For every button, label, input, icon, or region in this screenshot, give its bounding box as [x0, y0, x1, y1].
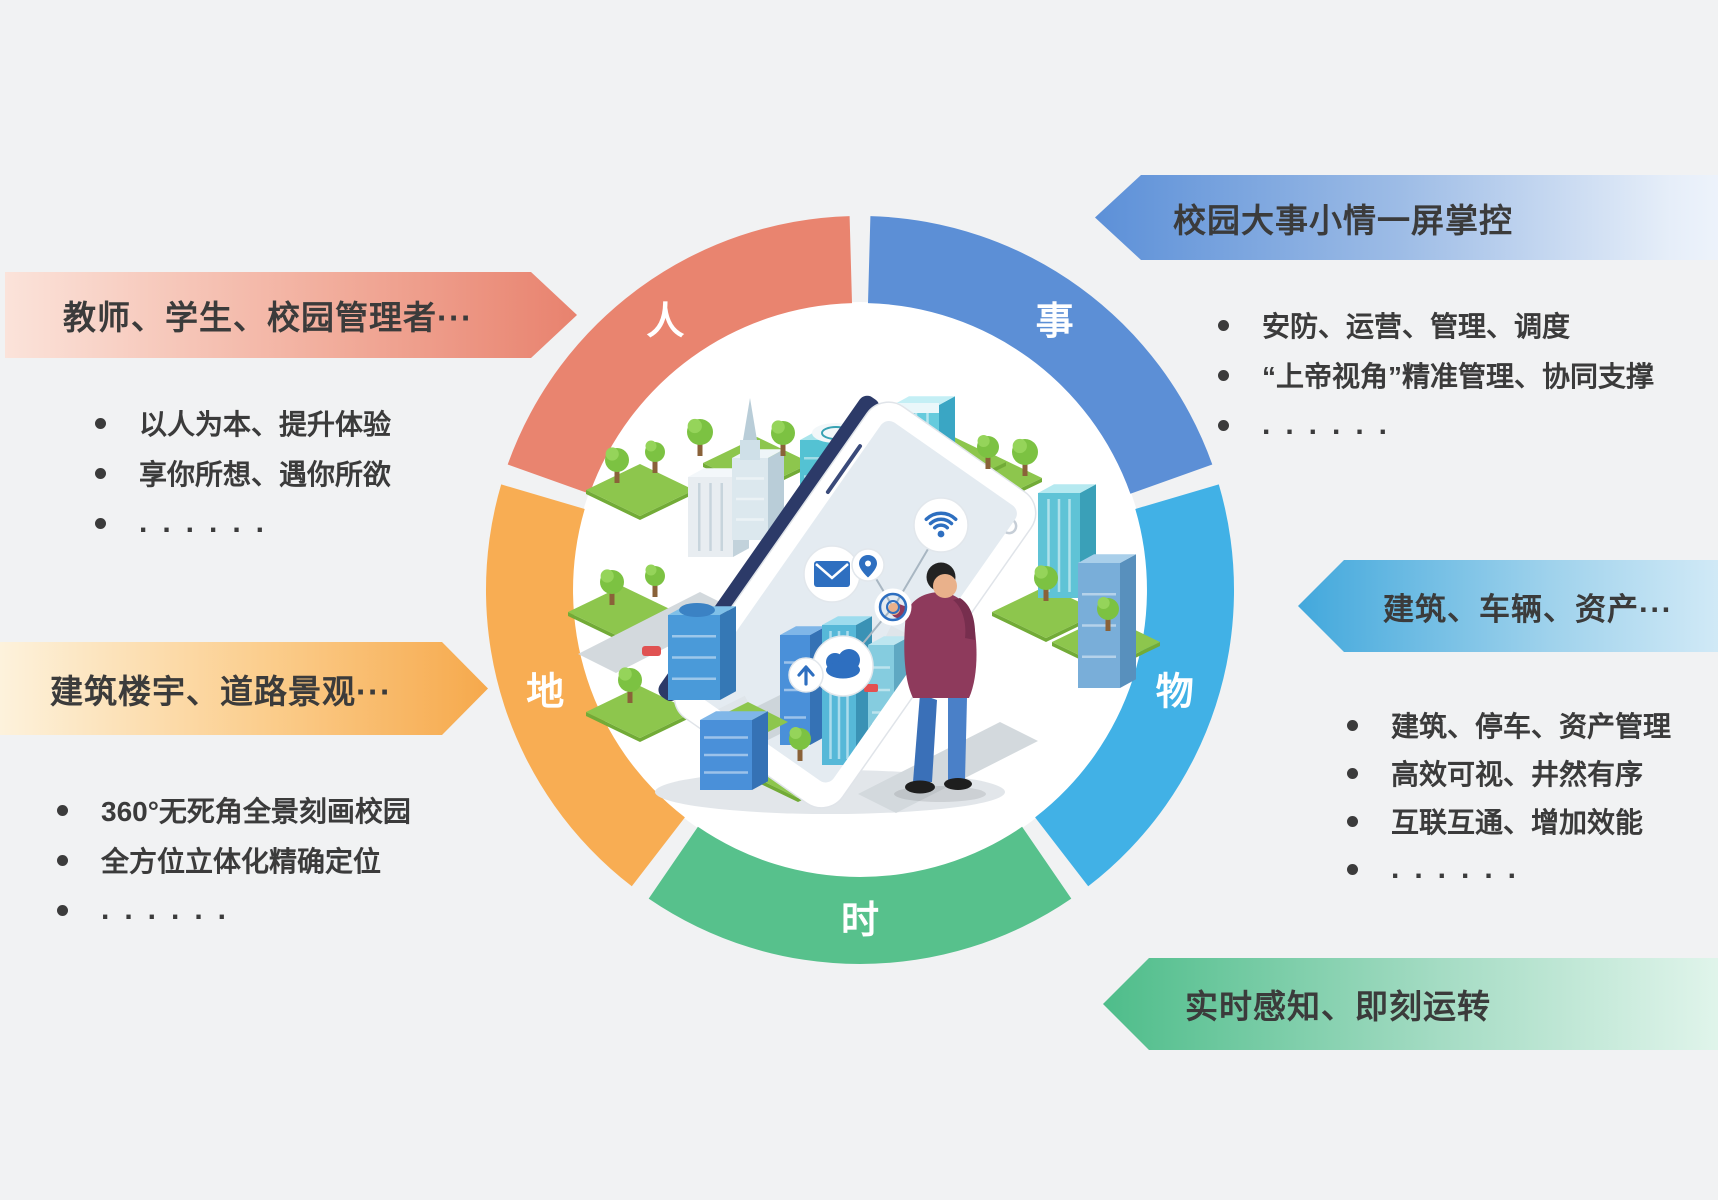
- touch-icon: [874, 588, 912, 626]
- callout-time-banner: 实时感知、即刻运转: [1103, 958, 1718, 1050]
- ring-label-places: 地: [526, 671, 564, 713]
- mail-icon: [803, 545, 861, 603]
- ring-label-things: 物: [1156, 671, 1194, 713]
- list-item: 高效可视、井然有序: [1347, 749, 1671, 797]
- person-shoe: [944, 778, 972, 790]
- ring-segment-places: [485, 484, 685, 887]
- person-head: [933, 574, 957, 598]
- person-leg: [913, 694, 937, 782]
- icon-bubbles: [788, 497, 969, 697]
- callout-people-title: 教师、学生、校园管理者···: [63, 299, 473, 336]
- list-item: ......: [57, 885, 411, 935]
- callout-affairs-title: 校园大事小情一屏掌控: [1173, 201, 1513, 239]
- buildings-front: [668, 603, 768, 790]
- list-item: 互联互通、增加效能: [1347, 797, 1671, 845]
- ring-label-people: 人: [646, 301, 684, 343]
- callout-places-bullets: 360°无死角全景刻画校园 全方位立体化精确定位 ......: [57, 785, 411, 935]
- tablet-button: [825, 444, 863, 495]
- ring-label-affairs: 事: [1036, 301, 1074, 343]
- bullet-dot-icon: [1347, 863, 1358, 875]
- bullet-dot-icon: [1218, 419, 1229, 431]
- ring-label-time: 时: [841, 900, 879, 942]
- smart-campus-illustration: [568, 395, 1160, 814]
- bullet-dot-icon: [1347, 815, 1358, 827]
- ring-segments: 事物时 地 人: [485, 216, 1235, 965]
- wifi-icon: [913, 497, 969, 553]
- list-item: 360°无死角全景刻画校园: [57, 785, 411, 835]
- callout-things-banner: 建筑、车辆、资产···: [1298, 560, 1718, 652]
- list-item: ......: [95, 498, 391, 548]
- person-leg: [948, 696, 967, 780]
- person-shoe: [905, 780, 935, 794]
- callout-affairs-banner: 校园大事小情一屏掌控: [1095, 175, 1718, 260]
- list-item: “上帝视角”精准管理、协同支撑: [1218, 350, 1654, 400]
- list-item: 以人为本、提升体验: [95, 398, 391, 448]
- bullet-dot-icon: [1218, 319, 1229, 331]
- ring-segment-people: [507, 216, 852, 494]
- person: [888, 562, 986, 802]
- bullet-dot-icon: [57, 804, 68, 816]
- callout-things-title: 建筑、车辆、资产···: [1383, 591, 1673, 627]
- location-pin-icon: [851, 548, 885, 582]
- ring-segment-time: [648, 826, 1072, 965]
- car: [642, 646, 661, 656]
- person-arm: [891, 604, 929, 627]
- arrow-up-icon: [788, 657, 824, 693]
- callout-time-title: 实时感知、即刻运转: [1185, 988, 1491, 1025]
- bullet-dot-icon: [1218, 369, 1229, 381]
- bullet-dot-icon: [95, 467, 106, 479]
- list-item: ......: [1347, 845, 1671, 893]
- list-item: 享你所想、遇你所欲: [95, 448, 391, 498]
- list-item: ......: [1218, 400, 1654, 450]
- bullet-dot-icon: [1347, 767, 1358, 779]
- ring-segment-things: [1035, 484, 1235, 887]
- list-item: 安防、运营、管理、调度: [1218, 300, 1654, 350]
- cloud-icon: [812, 635, 874, 697]
- trees: [600, 418, 1119, 761]
- ring-segment-affairs: [868, 216, 1213, 494]
- list-item: 全方位立体化精确定位: [57, 835, 411, 885]
- callout-people-bullets: 以人为本、提升体验 享你所想、遇你所欲 ......: [95, 398, 391, 548]
- bullet-dot-icon: [57, 854, 68, 866]
- bullet-dot-icon: [1347, 719, 1358, 731]
- bullet-dot-icon: [57, 904, 68, 916]
- callout-things-bullets: 建筑、停车、资产管理 高效可视、井然有序 互联互通、增加效能 ......: [1347, 701, 1671, 893]
- bullet-dot-icon: [95, 517, 106, 529]
- callout-places-banner: 建筑楼宇、道路景观···: [0, 642, 488, 735]
- list-item: 建筑、停车、资产管理: [1347, 701, 1671, 749]
- bullet-dot-icon: [95, 417, 106, 429]
- callout-people-banner: 教师、学生、校园管理者···: [5, 272, 577, 358]
- callout-places-title: 建筑楼宇、道路景观···: [50, 672, 392, 710]
- callout-affairs-bullets: 安防、运营、管理、调度 “上帝视角”精准管理、协同支撑 ......: [1218, 300, 1654, 450]
